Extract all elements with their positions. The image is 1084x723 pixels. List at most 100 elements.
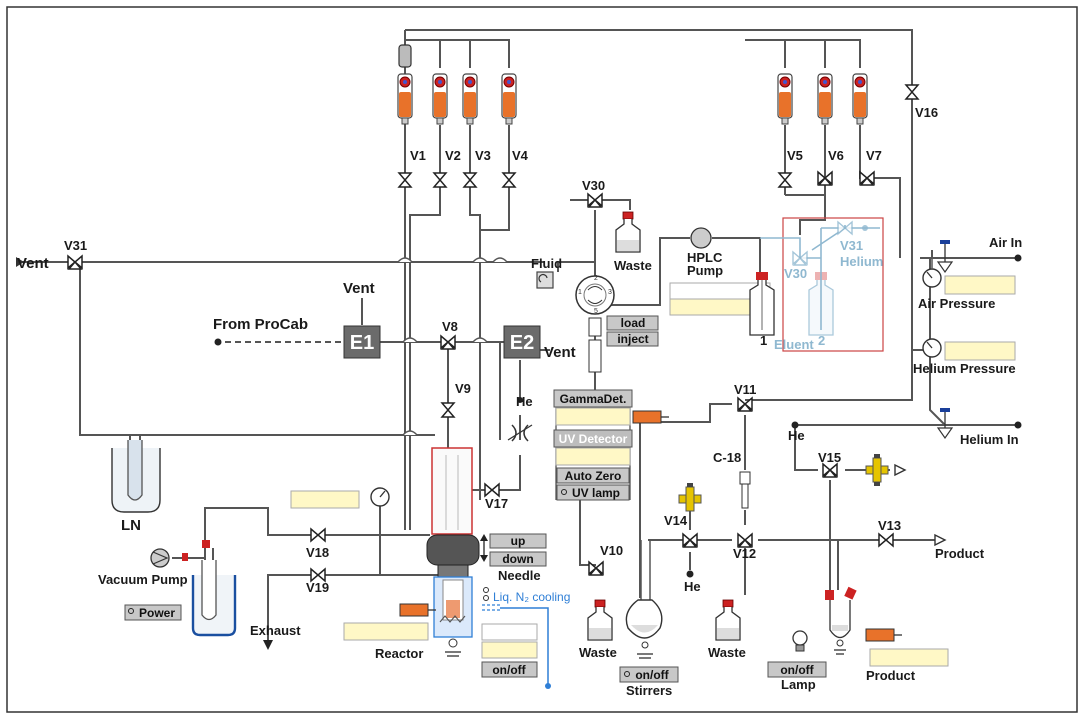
valve-v5[interactable] (778, 172, 792, 188)
valve-v2[interactable] (433, 172, 447, 188)
pump-label: Pump (687, 263, 723, 278)
syringe-4[interactable] (501, 73, 517, 125)
gamma-det-button[interactable]: GammaDet. (553, 389, 633, 408)
syringe-row-left (397, 44, 517, 125)
valve-v1[interactable] (398, 172, 412, 188)
e2-label: E2 (510, 332, 534, 354)
vacuum-pump-label: Vacuum Pump (98, 572, 188, 587)
liq-cooling-label: Liq. N₂ cooling (493, 590, 570, 604)
uv-detector-button[interactable]: UV Detector (553, 429, 633, 448)
radiation-sensor-gamma (632, 410, 669, 424)
syringe-3[interactable] (462, 73, 478, 125)
hplc-injection-valve[interactable]: 2 3 1 5 (575, 275, 615, 315)
e1-block[interactable]: E1 (343, 325, 381, 359)
valve-v31-right[interactable] (837, 220, 868, 236)
svg-text:3: 3 (608, 289, 612, 296)
needle-down-button[interactable]: down (489, 551, 547, 567)
valve-v31-left[interactable] (67, 255, 83, 270)
syringe-1[interactable] (397, 73, 413, 125)
eluent-bottle-1[interactable] (749, 272, 775, 336)
c18-cartridge (739, 471, 751, 509)
load-button[interactable]: load (606, 315, 659, 331)
reactor-on-off-button[interactable]: on/off (481, 661, 538, 678)
v30-right-label: V30 (784, 266, 807, 281)
valve-v14[interactable] (682, 533, 698, 548)
syringe-7[interactable] (852, 73, 868, 125)
power-button[interactable]: Power (124, 604, 182, 621)
stirrers-on-off-label: on/off (635, 668, 669, 682)
uv-detector-field[interactable] (555, 447, 631, 466)
syringe-5[interactable] (777, 73, 793, 125)
air-pressure-label: Air Pressure (918, 296, 995, 311)
power-label: Power (139, 606, 175, 620)
vacuum-pump-icon[interactable] (150, 540, 210, 568)
auto-zero-button[interactable]: Auto Zero (556, 467, 630, 484)
bottle-2-label: 2 (818, 333, 825, 348)
product-activity-field[interactable] (869, 648, 949, 667)
vacuum-dewar (191, 560, 237, 637)
down-label: down (502, 552, 533, 566)
air-in-label: Air In (989, 235, 1022, 250)
gamma-det-field[interactable] (555, 407, 631, 426)
v18-label: V18 (306, 545, 329, 560)
hplc-label: HPLC (687, 250, 723, 265)
e2-block[interactable]: E2 (503, 325, 541, 359)
v12-label: V12 (733, 546, 756, 561)
helium-label: Helium (840, 254, 883, 269)
lamp-icon[interactable] (792, 630, 808, 652)
v18-pressure-field[interactable] (290, 490, 360, 509)
valve-v8[interactable] (440, 335, 456, 350)
v9-label: V9 (455, 381, 471, 396)
inject-label: inject (617, 332, 648, 346)
valve-v7[interactable] (859, 171, 875, 186)
needle-up-button[interactable]: up (489, 533, 547, 549)
waste-v10-label: Waste (579, 645, 617, 660)
v15-label: V15 (818, 450, 841, 465)
stirrers-on-off-button[interactable]: on/off (619, 666, 679, 683)
syringe-2[interactable] (432, 73, 448, 125)
lamp-on-off-button[interactable]: on/off (767, 661, 827, 678)
vent-right-label: Vent (544, 344, 576, 361)
ln-trap (111, 440, 161, 513)
reactor-temp-field-1[interactable] (481, 623, 538, 641)
reactor-activity-field[interactable] (343, 622, 429, 641)
air-pressure-field[interactable] (944, 275, 1016, 295)
product-vial (825, 586, 857, 655)
v7-label: V7 (866, 148, 882, 163)
reactor-lid (426, 534, 480, 566)
he-right-label: He (788, 428, 805, 443)
valve-v4[interactable] (502, 172, 516, 188)
lamp-on-off-label: on/off (780, 663, 814, 677)
helium-in-label: Helium In (960, 432, 1019, 447)
product-out-label: Product (935, 546, 985, 561)
fluid-sensor[interactable] (536, 271, 554, 289)
v19-label: V19 (306, 580, 329, 595)
uv-lamp-button[interactable]: UV lamp (556, 484, 630, 501)
gamma-det-label: GammaDet. (560, 392, 627, 406)
valve-v30-right[interactable] (792, 250, 808, 266)
syringe-cap (398, 44, 412, 68)
load-label: load (621, 316, 646, 330)
valve-v15[interactable] (822, 463, 838, 478)
hplc-pump-icon[interactable] (690, 227, 712, 249)
valve-v30-top[interactable] (587, 193, 603, 208)
helium-pressure-field[interactable] (944, 341, 1016, 361)
air-pressure-gauge (922, 258, 942, 288)
reactor-label: Reactor (375, 646, 423, 661)
valve-v9[interactable] (441, 402, 455, 418)
inject-button[interactable]: inject (606, 331, 659, 347)
syringe-6[interactable] (817, 73, 833, 125)
reactor-temp-field-2[interactable] (481, 641, 538, 659)
labels: Vent V31 From ProCab Vent Vent V8 V9 He … (17, 105, 1022, 698)
valve-v18[interactable] (310, 528, 326, 542)
valve-v16[interactable] (905, 84, 919, 100)
v31-right-label: V31 (840, 238, 863, 253)
lamp-label: Lamp (781, 677, 816, 692)
valve-v13[interactable] (878, 533, 894, 547)
valve-v10[interactable] (588, 561, 604, 576)
valve-v3[interactable] (463, 172, 477, 188)
uv-lamp-label: UV lamp (572, 486, 620, 500)
bottle-1-label: 1 (760, 333, 767, 348)
valve-v17[interactable] (484, 483, 500, 497)
helium-pressure-gauge (922, 338, 942, 358)
